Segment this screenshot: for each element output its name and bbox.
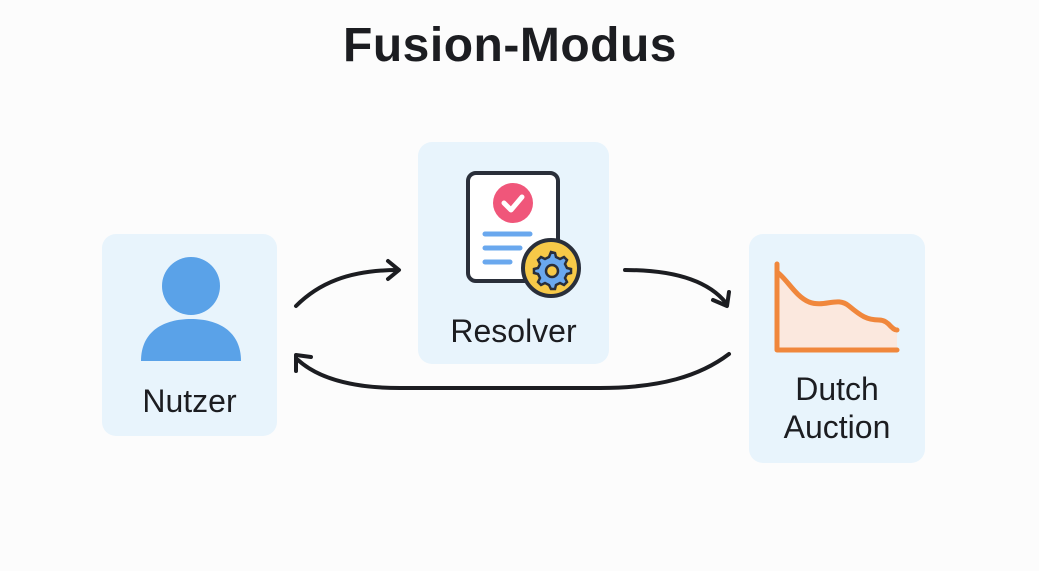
check-circle xyxy=(493,183,533,223)
node-auction: Dutch Auction xyxy=(749,234,925,463)
node-auction-label-line2: Auction xyxy=(783,409,891,445)
node-user: Nutzer xyxy=(102,234,277,436)
node-resolver-label: Resolver xyxy=(450,313,577,349)
arrow-user-to-resolver-head xyxy=(386,259,401,281)
arrow-resolver-to-auction xyxy=(623,268,728,305)
declining-price-chart-icon xyxy=(774,261,900,353)
arrow-resolver-to-auction-head xyxy=(711,290,731,308)
diagram-title: Fusion-Modus xyxy=(343,19,677,72)
node-auction-label-line1: Dutch xyxy=(795,371,879,407)
node-resolver: Resolver xyxy=(418,142,609,364)
node-user-label: Nutzer xyxy=(142,383,237,419)
document-check-gear-icon xyxy=(466,171,581,298)
arrow-auction-to-user xyxy=(296,352,731,390)
arrow-user-to-resolver xyxy=(294,268,400,308)
arrow-auction-to-user-head xyxy=(294,353,313,373)
user-icon xyxy=(141,257,241,361)
